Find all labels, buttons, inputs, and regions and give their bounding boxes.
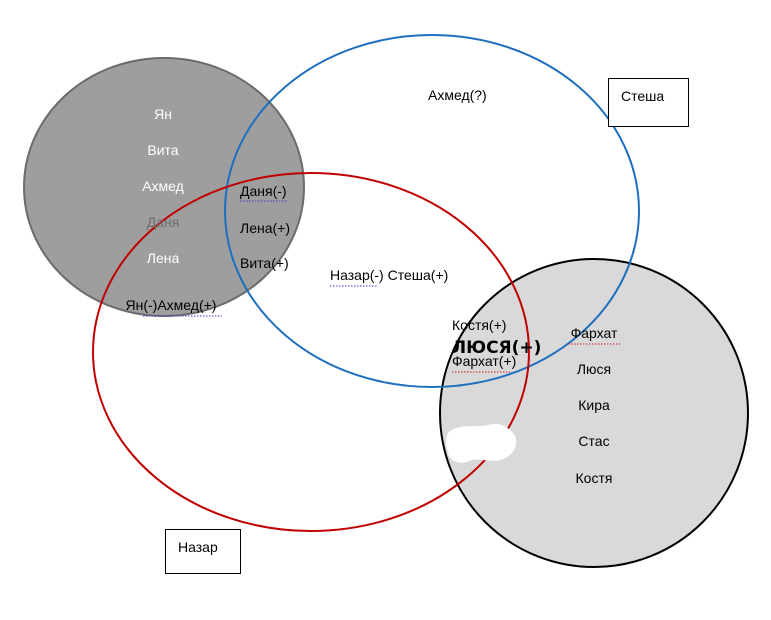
light-circle (439, 258, 749, 568)
blue-ellipse (224, 34, 640, 388)
name-yan-ahmed: Ян(-)Ахмед(+) (126, 297, 217, 313)
name-lyusya: Люся (577, 361, 611, 377)
handwritten-lyusya: ЛЮСЯ(+) (452, 338, 541, 358)
name-stas: Стас (578, 433, 609, 449)
name-lena: Лена (147, 250, 180, 266)
name-lena-plus: Лена(+) (240, 220, 290, 236)
name-yan: Ян (154, 106, 172, 122)
white-scribble (446, 423, 517, 463)
stesha-label-box: Стеша (608, 78, 689, 127)
name-kira: Кира (578, 397, 610, 413)
name-danya: Даня (147, 214, 180, 230)
red-ellipse (92, 172, 530, 532)
name-nazar-stesha: Назар(-) Стеша(+) (330, 267, 448, 283)
name-ahmed: Ахмед (142, 178, 184, 194)
name-farhat-plus: Фархат(+) (452, 353, 516, 369)
nazar-label-box: Назар (165, 529, 241, 574)
name-kostya-plus: Костя(+) (452, 317, 506, 333)
name-vita-plus: Вита(+) (240, 255, 289, 271)
name-farhat: Фархат (571, 325, 618, 341)
name-kostya: Костя (576, 470, 613, 486)
name-danya-minus: Даня(-) (240, 183, 287, 199)
name-vita: Вита (147, 142, 178, 158)
name-ahmed-question: Ахмед(?) (428, 87, 487, 103)
